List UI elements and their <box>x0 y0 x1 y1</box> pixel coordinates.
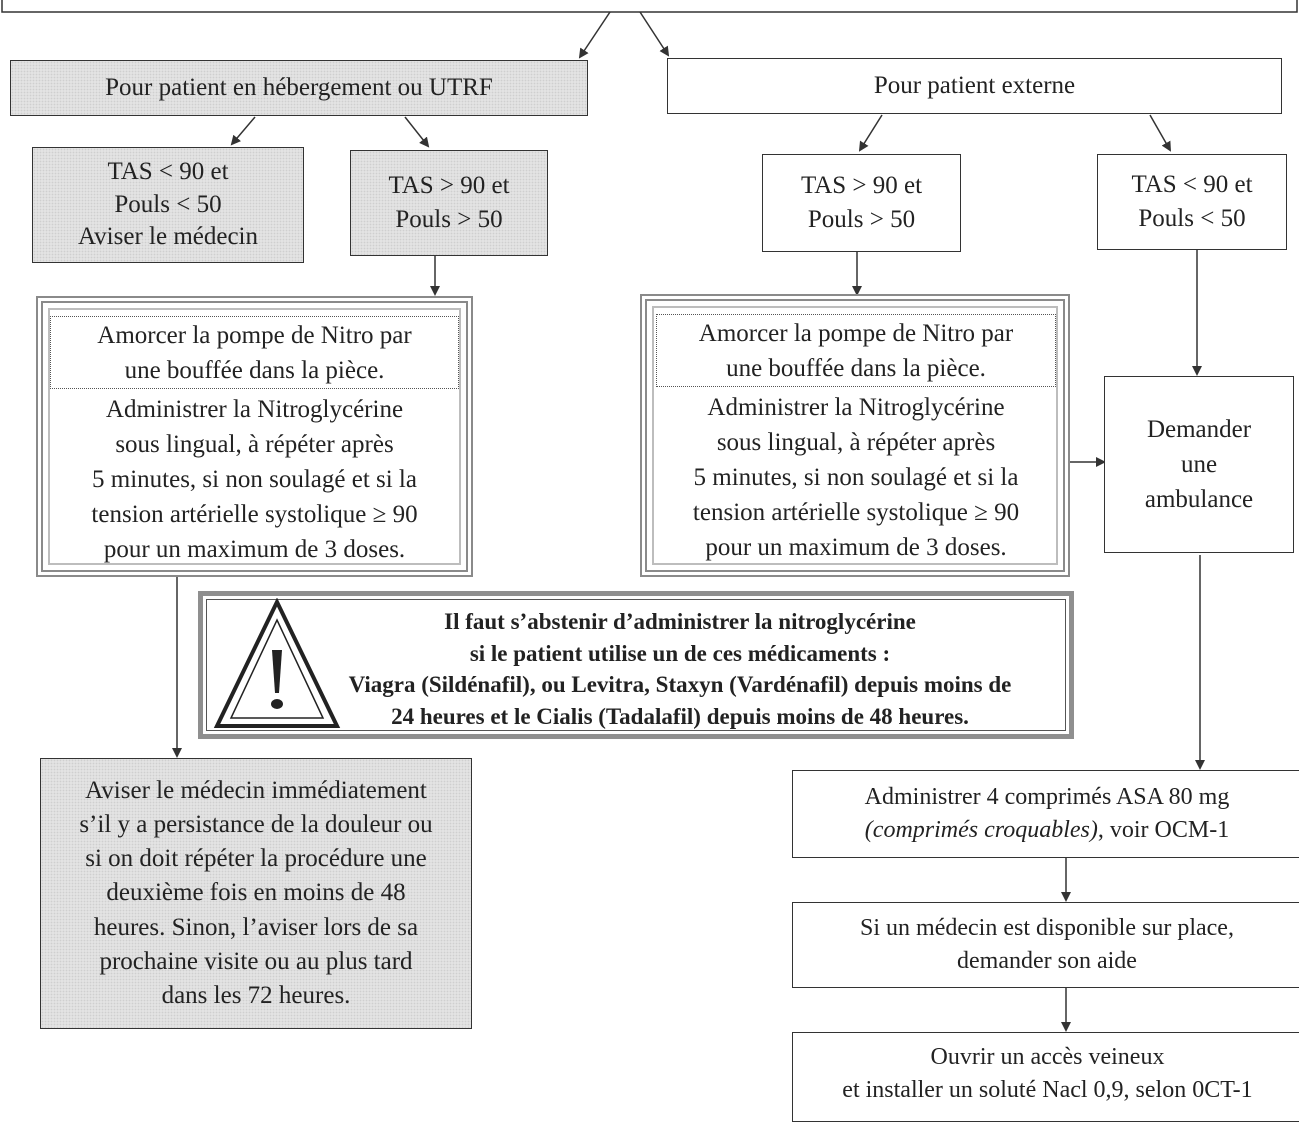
externe-header: Pour patient externe <box>667 58 1282 114</box>
warning-text: Il faut s’abstenir d’administrer la nitr… <box>330 606 1030 733</box>
externe-header-text: Pour patient externe <box>873 72 1076 99</box>
ext-low-line-1: TAS < 90 et <box>1131 171 1253 198</box>
acces-line-1: Ouvrir un accès veineux <box>930 1044 1165 1070</box>
nitro-left-prime-1: Amorcer la pompe de Nitro par <box>97 322 412 349</box>
nitro-right-admin-2: sous lingual, à répéter après <box>716 429 996 456</box>
heb-high-line-2: Pouls > 50 <box>395 206 503 233</box>
warning-line-2: si le patient utilise un de ces médicame… <box>469 640 891 666</box>
nitro-left-admin-3: 5 minutes, si non soulagé et si la <box>92 466 417 493</box>
nitro-right-prime-2: une bouffée dans la pièce. <box>726 355 986 382</box>
ambulance-line-2: une <box>1180 451 1218 478</box>
nitro-left-admin-text: Administrer la Nitroglycérine sous lingu… <box>50 392 459 567</box>
warning-icon <box>213 598 341 728</box>
arrow-to-hebergement <box>578 11 611 59</box>
ext-high-line-1: TAS > 90 et <box>800 172 923 199</box>
aviser-line-6: prochaine visite ou au plus tard <box>99 947 413 975</box>
aviser-line-1: Aviser le médecin immédiatement <box>85 776 427 804</box>
nitro-left-prime-2: une bouffée dans la pièce. <box>124 357 385 384</box>
nitro-right-admin-3: 5 minutes, si non soulagé et si la <box>693 464 1019 491</box>
asa-line-2: (comprimés croquables), voir OCM-1 <box>865 814 1229 847</box>
medecin-place-box: Si un médecin est disponible sur place, … <box>792 902 1299 988</box>
hebergement-header: Pour patient en hébergement ou UTRF <box>10 60 588 116</box>
heb-low-line-1: TAS < 90 et <box>107 158 229 186</box>
asa-italic: (comprimés croquables) <box>864 817 1098 843</box>
aviser-line-5: heures. Sinon, l’aviser lors de sa <box>93 913 419 941</box>
acces-line-2: et installer un soluté Nacl 0,9, selon 0… <box>842 1076 1253 1103</box>
ext-high-box: TAS > 90 et Pouls > 50 <box>762 154 961 252</box>
nitro-right-prime-1: Amorcer la pompe de Nitro par <box>698 320 1014 347</box>
warning-line-3: Viagra (Sildénafil), ou Levitra, Staxyn … <box>348 672 1012 698</box>
nitro-left-prime-box <box>50 316 459 389</box>
aviser-line-7: dans les 72 heures. <box>161 982 351 1010</box>
aviser-line-3: si on doit répéter la procédure une <box>85 845 427 873</box>
medecin-place-line-2: demander son aide <box>957 948 1137 974</box>
nitro-right-box <box>640 294 1070 577</box>
nitro-left-admin-5: pour un maximum de 3 doses. <box>103 536 406 563</box>
nitro-right-admin-1: Administrer la Nitroglycérine <box>707 394 1005 421</box>
warning-line-4: 24 heures et le Cialis (Tadalafil) depui… <box>391 704 969 730</box>
arrow-to-heb-high <box>404 116 430 148</box>
nitro-right-prime-text: Amorcer la pompe de Nitro par une bouffé… <box>656 316 1056 386</box>
ambulance-box: Demander une ambulance <box>1104 376 1294 553</box>
asa-box: Administrer 4 comprimés ASA 80 mg (compr… <box>792 770 1299 858</box>
ambulance-line-1: Demander <box>1146 416 1252 443</box>
nitro-right-prime-box <box>656 314 1056 387</box>
arrow-to-ext-low <box>1149 114 1171 152</box>
arrow-to-heb-low <box>230 116 256 146</box>
ext-high-line-2: Pouls > 50 <box>807 206 916 233</box>
heb-high-line-1: TAS > 90 et <box>388 172 510 199</box>
nitro-left-admin-2: sous lingual, à répéter après <box>115 431 394 458</box>
top-frame <box>1 0 1298 13</box>
warning-line-1: Il faut s’abstenir d’administrer la nitr… <box>444 609 916 634</box>
asa-line-2-rest: , voir OCM-1 <box>1097 817 1230 843</box>
arrow-to-ext-high <box>858 114 883 152</box>
ext-low-line-2: Pouls < 50 <box>1138 205 1246 232</box>
warning-box <box>198 591 1074 739</box>
nitro-right-admin-text: Administrer la Nitroglycérine sous lingu… <box>652 390 1060 565</box>
heb-low-line-3: Aviser le médecin <box>77 223 259 251</box>
nitro-left-admin-4: tension artérielle systolique ≥ 90 <box>91 501 418 528</box>
nitro-right-admin-5: pour un maximum de 3 doses. <box>705 534 1007 561</box>
nitro-left-admin-1: Administrer la Nitroglycérine <box>105 396 404 423</box>
aviser-line-2: s’il y a persistance de la douleur ou <box>79 810 433 838</box>
arrow-to-externe <box>639 11 670 57</box>
nitro-left-prime-text: Amorcer la pompe de Nitro par une bouffé… <box>50 318 459 388</box>
heb-low-line-2: Pouls < 50 <box>114 190 222 218</box>
hebergement-header-text: Pour patient en hébergement ou UTRF <box>105 74 493 101</box>
aviser-line-4: deuxième fois en moins de 48 <box>106 879 406 907</box>
heb-high-box: TAS > 90 et Pouls > 50 <box>350 150 548 256</box>
medecin-place-line-1: Si un médecin est disponible sur place, <box>860 915 1234 942</box>
ext-low-box: TAS < 90 et Pouls < 50 <box>1097 154 1287 250</box>
aviser-box: Aviser le médecin immédiatement s’il y a… <box>40 758 472 1029</box>
nitro-right-admin-4: tension artérielle systolique ≥ 90 <box>692 499 1020 526</box>
asa-line-1: Administrer 4 comprimés ASA 80 mg <box>864 784 1230 811</box>
acces-box: Ouvrir un accès veineux et installer un … <box>792 1032 1299 1122</box>
heb-low-box: TAS < 90 et Pouls < 50 Aviser le médecin <box>32 147 304 263</box>
nitro-left-box <box>36 296 473 577</box>
ambulance-line-3: ambulance <box>1144 486 1254 513</box>
